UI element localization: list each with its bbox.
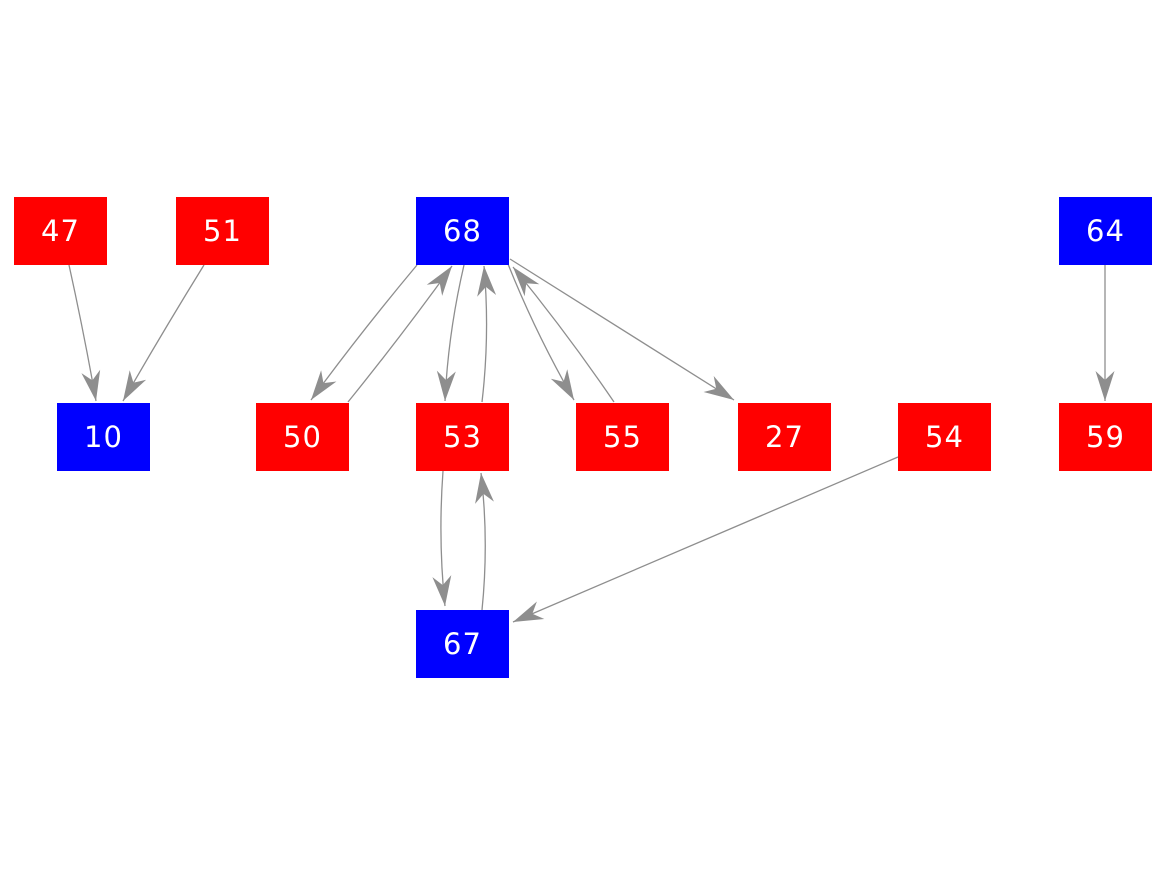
node-label-68: 68 xyxy=(443,213,482,248)
node-label-27: 27 xyxy=(765,419,804,454)
edge-55-68 xyxy=(512,266,615,403)
edge-51-10 xyxy=(122,264,205,402)
node-label-64: 64 xyxy=(1086,213,1125,248)
node-54: 54 xyxy=(898,403,991,471)
node-label-51: 51 xyxy=(203,213,242,248)
node-label-50: 50 xyxy=(283,419,322,454)
node-64: 64 xyxy=(1059,197,1152,265)
node-label-59: 59 xyxy=(1086,419,1125,454)
node-27: 27 xyxy=(738,403,831,471)
node-51: 51 xyxy=(176,197,269,265)
edge-68-55 xyxy=(507,263,575,401)
edge-53-67 xyxy=(432,470,452,607)
edge-47-10 xyxy=(68,264,101,402)
edge-54-67 xyxy=(512,456,899,623)
node-55: 55 xyxy=(576,403,669,471)
edge-53-68 xyxy=(477,265,497,403)
edge-68-27 xyxy=(509,258,735,401)
node-label-53: 53 xyxy=(443,419,482,454)
node-47: 47 xyxy=(14,197,107,265)
node-10: 10 xyxy=(57,403,150,471)
edge-50-68 xyxy=(347,265,453,403)
edge-68-53 xyxy=(436,264,465,402)
edge-67-53 xyxy=(475,472,494,611)
node-53: 53 xyxy=(416,403,509,471)
node-label-55: 55 xyxy=(603,419,642,454)
node-label-67: 67 xyxy=(443,626,482,661)
node-label-54: 54 xyxy=(925,419,964,454)
node-67: 67 xyxy=(416,610,509,678)
edge-68-50 xyxy=(310,264,418,401)
node-label-47: 47 xyxy=(41,213,80,248)
node-59: 59 xyxy=(1059,403,1152,471)
node-68: 68 xyxy=(416,197,509,265)
node-50: 50 xyxy=(256,403,349,471)
node-label-10: 10 xyxy=(84,419,123,454)
